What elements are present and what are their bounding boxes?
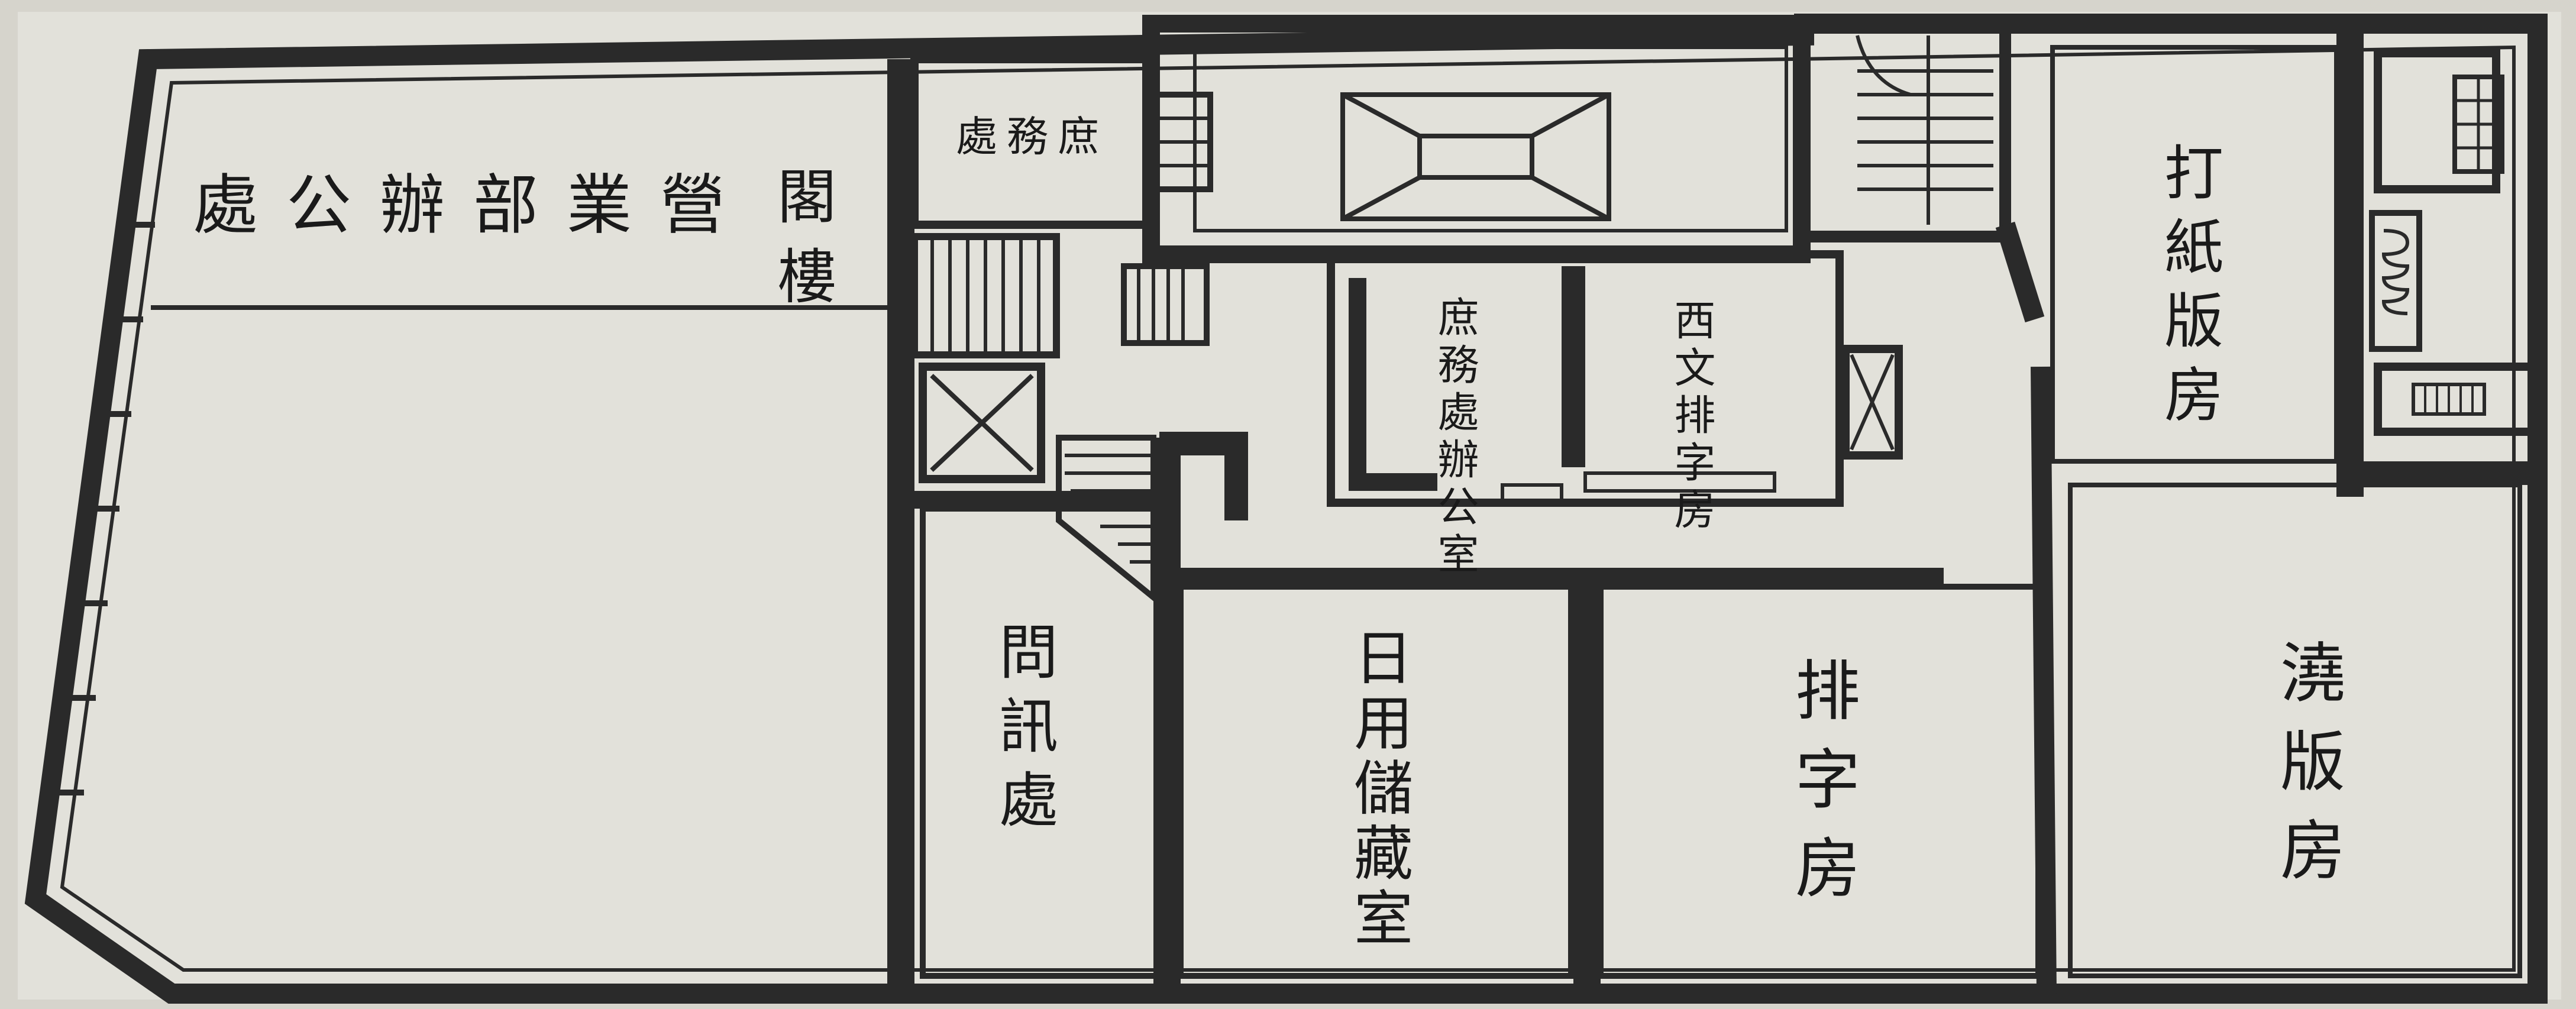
boiler xyxy=(2374,363,2536,436)
business-office-text: 營業部辦公處 xyxy=(193,167,754,243)
elevator-left xyxy=(919,363,1045,483)
wall-storage-typesetting xyxy=(1573,568,1601,994)
general-affairs-top-label: 庶務處 xyxy=(956,112,1108,161)
corridor-wall xyxy=(1181,568,1944,587)
elevator-right xyxy=(1841,345,1903,460)
wall-office-divider xyxy=(1562,266,1585,467)
general-affairs-office-label: 庶務處辦公室 xyxy=(1431,296,1479,580)
casting-room xyxy=(2068,483,2522,978)
l-wall xyxy=(1159,432,1248,520)
typing-room-label: 打紙版房 xyxy=(2154,142,2223,438)
skylight xyxy=(1340,92,1611,221)
radiator xyxy=(2369,210,2422,352)
stairs-small xyxy=(1121,263,1210,346)
stairs-left xyxy=(911,233,1060,358)
western-typesetting-label: 西文排字房 xyxy=(1667,299,1716,535)
grid-window xyxy=(2374,49,2504,193)
stairwell-top-right xyxy=(1798,18,2011,242)
wall-right-column xyxy=(2336,24,2364,497)
office-block xyxy=(1327,250,1844,507)
wall-inquiry-storage xyxy=(1153,438,1181,994)
bottom-wall-windows xyxy=(272,984,2336,1003)
typesetting-label: 排字房 xyxy=(1784,657,1860,923)
left-wall-windows xyxy=(56,222,155,795)
storage-room xyxy=(1178,584,1574,979)
business-office-label: 營業部辦公處 xyxy=(193,167,754,243)
outer-wall-inner-line xyxy=(60,45,2516,972)
wall-hall-inquiry xyxy=(887,59,914,994)
page-sheet xyxy=(18,12,2561,1000)
daily-storage-label: 日用儲藏室 xyxy=(1344,627,1413,952)
inquiry-label: 問訊處 xyxy=(989,621,1058,843)
diagonal-wall xyxy=(1995,221,2057,994)
wall-above-casting xyxy=(2336,461,2538,485)
pillar-column xyxy=(1148,92,1213,192)
casting-room-label: 澆版房 xyxy=(2269,639,2345,905)
mezzanine-label: 閣樓 xyxy=(767,166,836,325)
